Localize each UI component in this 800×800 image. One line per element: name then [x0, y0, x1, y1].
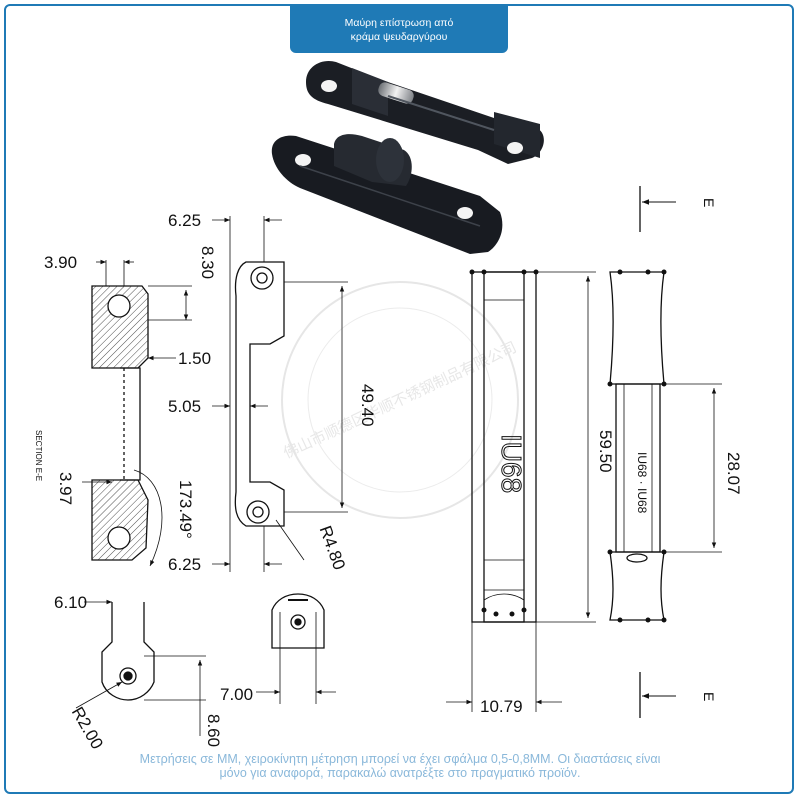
end-view-left [75, 599, 206, 736]
disclaimer-line-2: μόνο για αναφορά, παρακαλώ ανατρέξτε στο… [219, 766, 581, 780]
section-view-e-e [82, 259, 192, 567]
product-photo [271, 60, 544, 254]
end-view-right [256, 593, 336, 704]
dim-r2-00: R2.00 [68, 704, 107, 753]
profile-view: IU68 · IU68 [609, 271, 722, 621]
image-frame [4, 4, 794, 794]
section-label: SECTION E-E [34, 430, 43, 481]
dim-8-30: 8.30 [198, 246, 217, 279]
measurement-disclaimer: Μετρήσεις σε ΜΜ, χειροκίνητη μέτρηση μπο… [20, 752, 780, 780]
dim-6-10: 6.10 [54, 593, 87, 612]
section-marker-top-label: E [701, 198, 717, 207]
dim-5-05: 5.05 [168, 397, 201, 416]
svg-text:IU68 · IU68: IU68 · IU68 [635, 452, 649, 514]
hinge-leaf-top [306, 60, 544, 164]
dim-7-00: 7.00 [220, 685, 253, 704]
dim-1-50: 1.50 [178, 349, 211, 368]
title-badge: Μαύρη επίστρωση από κράμα ψευδαργύρου [290, 6, 508, 53]
dim-6-25-bottom: 6.25 [168, 555, 201, 574]
disclaimer-line-1: Μετρήσεις σε ΜΜ, χειροκίνητη μέτρηση μπο… [139, 752, 661, 766]
dim-28-07: 28.07 [724, 452, 743, 495]
title-line-1: Μαύρη επίστρωση από [344, 16, 454, 29]
dim-10-79: 10.79 [480, 697, 523, 716]
section-marker-top [639, 186, 676, 232]
plate-front-view [212, 216, 348, 572]
hinge-leaf-bottom [271, 134, 503, 254]
part-marking: IU68 [496, 434, 527, 493]
dim-3-97: 3.97 [56, 472, 75, 505]
dim-r4-80: R4.80 [316, 523, 349, 572]
dim-3-90: 3.90 [44, 253, 77, 272]
title-line-2: κράμα ψευδαργύρου [350, 30, 448, 43]
dim-49-40: 49.40 [358, 384, 377, 427]
dim-173-49: 173.49° [176, 480, 195, 539]
dim-59-50: 59.50 [596, 430, 615, 473]
dim-8-60: 8.60 [204, 714, 223, 747]
section-marker-bottom [639, 672, 676, 718]
dim-6-25-top: 6.25 [168, 211, 201, 230]
side-view-tall: IU68 [446, 271, 596, 712]
section-marker-bottom-label: E [701, 692, 717, 701]
